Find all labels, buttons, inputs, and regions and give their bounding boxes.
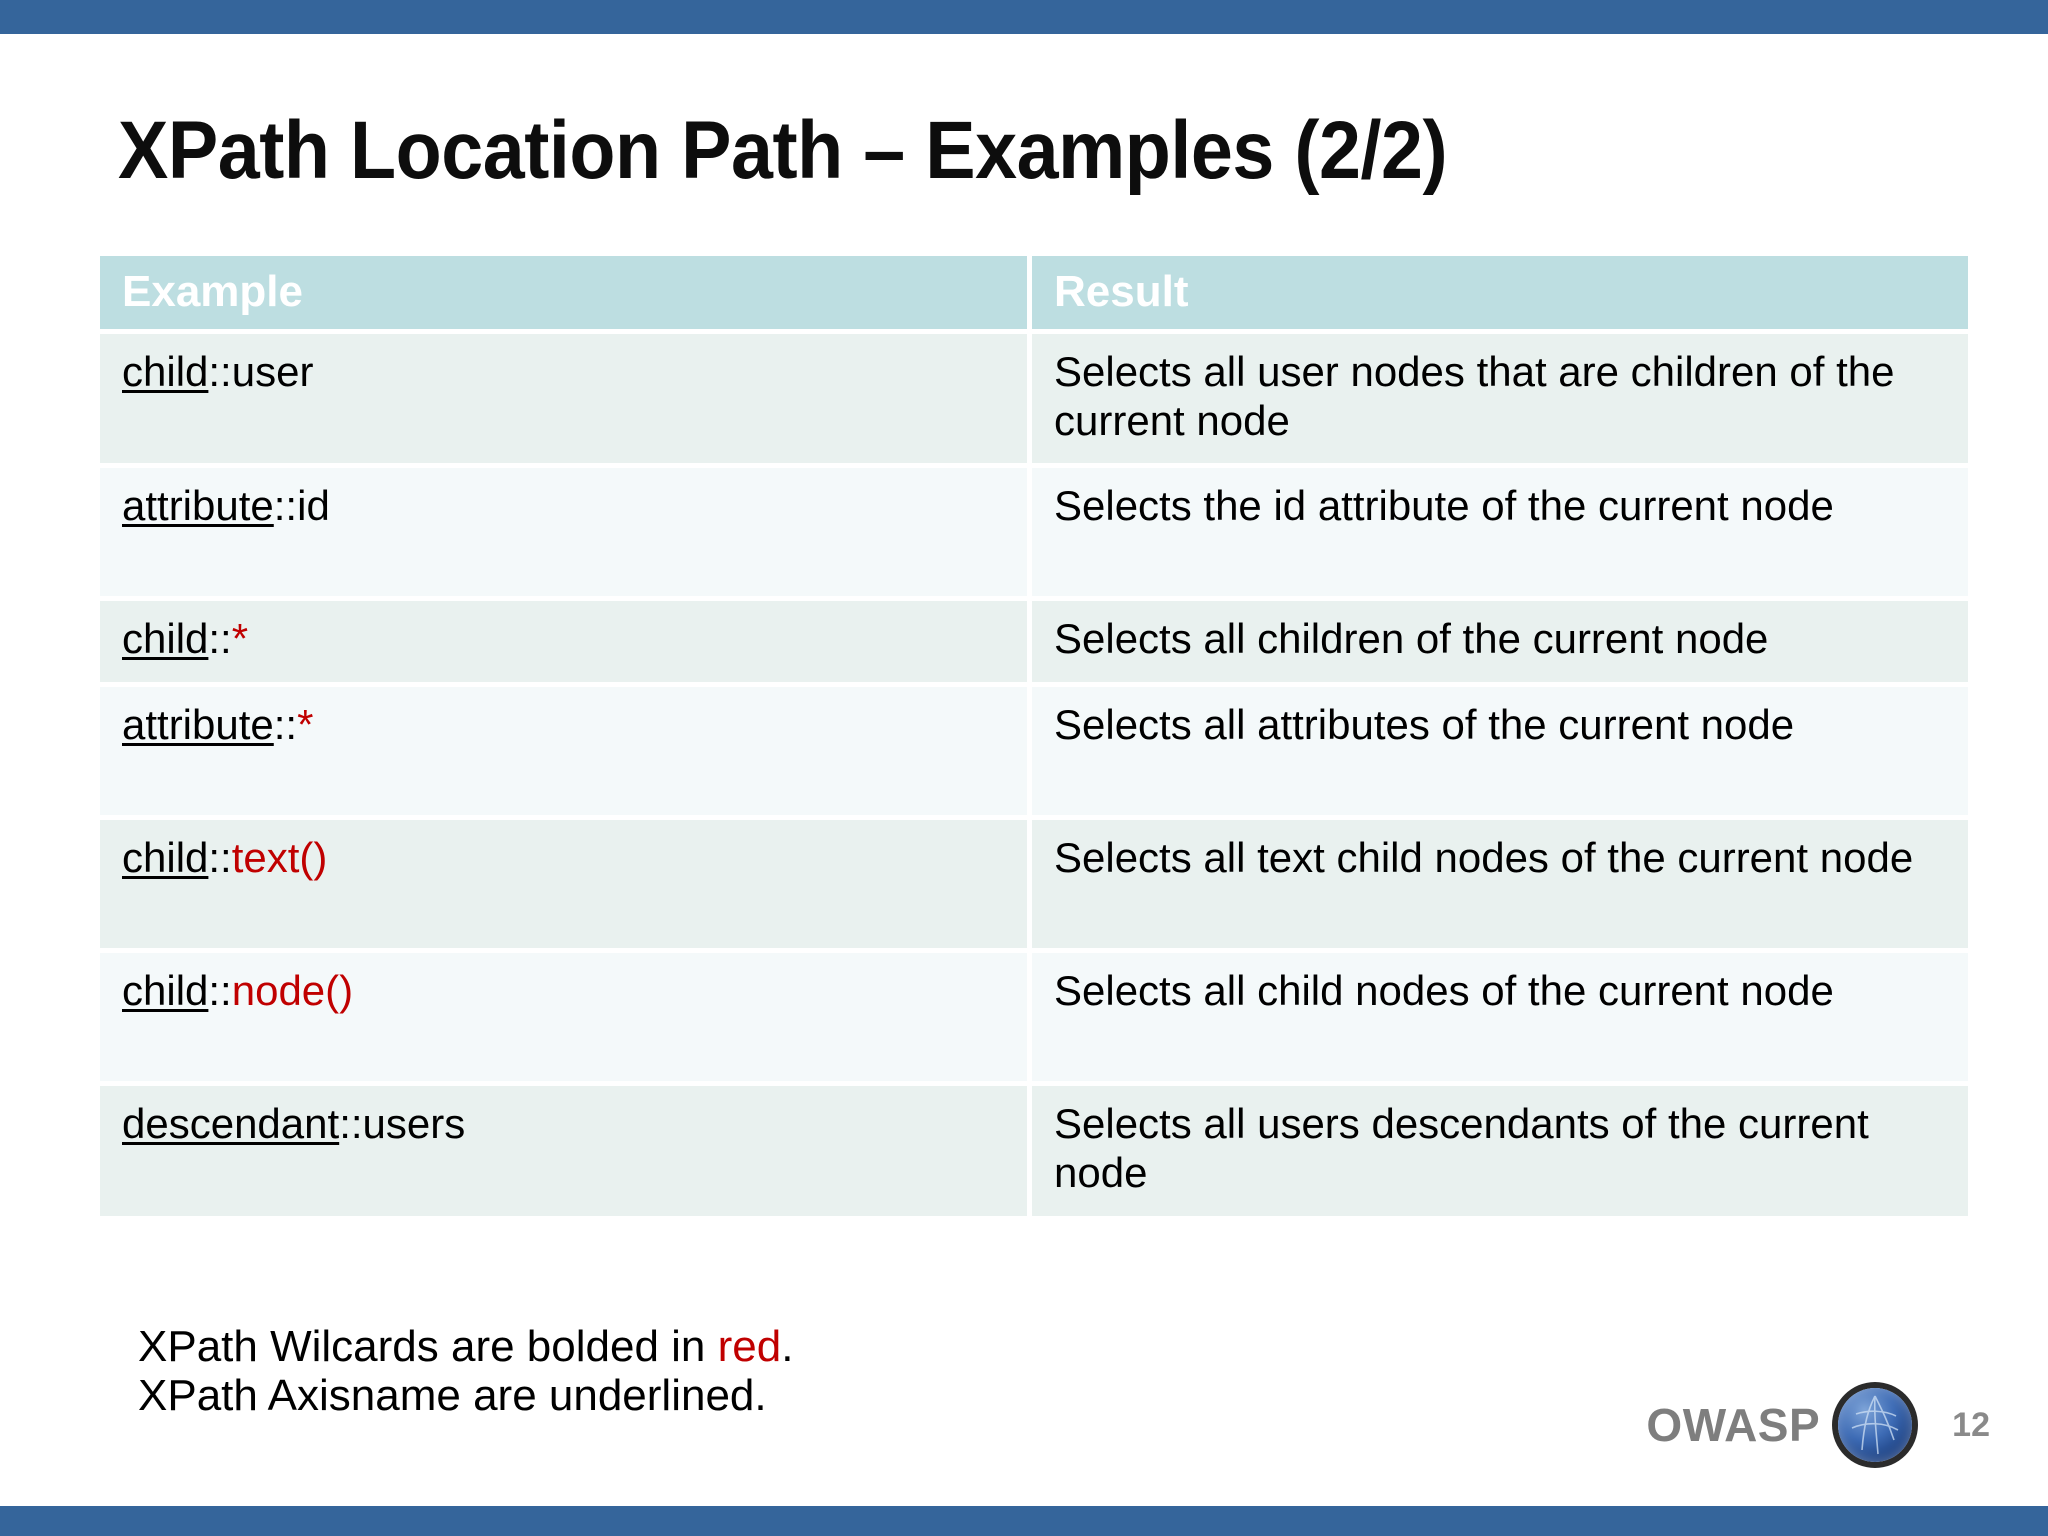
footnote-line-2: XPath Axisname are underlined. bbox=[138, 1371, 767, 1421]
bottom-accent-bar bbox=[0, 1506, 2048, 1536]
table-row: child::node() Selects all child nodes of… bbox=[100, 953, 1968, 1082]
table-row: descendant::users Selects all users desc… bbox=[100, 1086, 1968, 1216]
cell-example: child::* bbox=[100, 601, 1027, 683]
cell-result: Selects all attributes of the current no… bbox=[1032, 687, 1968, 816]
node-test: text() bbox=[231, 834, 328, 882]
node-test: user bbox=[231, 348, 314, 396]
cell-result: Selects all children of the current node bbox=[1032, 601, 1968, 683]
owasp-brand-label: OWASP bbox=[1646, 1399, 1821, 1451]
cell-result: Selects all user nodes that are children… bbox=[1032, 334, 1968, 464]
table-row: child::* Selects all children of the cur… bbox=[100, 601, 1968, 683]
axis-name: descendant bbox=[122, 1100, 340, 1148]
cell-result: Selects all child nodes of the current n… bbox=[1032, 953, 1968, 1082]
axis-separator: :: bbox=[208, 834, 232, 882]
axis-separator: :: bbox=[208, 348, 232, 396]
table-row: attribute::id Selects the id attribute o… bbox=[100, 468, 1968, 597]
axis-separator: :: bbox=[273, 482, 298, 530]
axis-separator: :: bbox=[208, 615, 232, 663]
owasp-footer: OWASP 12 bbox=[1646, 1388, 1990, 1462]
cell-result: Selects all users descendants of the cur… bbox=[1032, 1086, 1968, 1216]
axis-name: child bbox=[122, 967, 209, 1015]
footnote-line-1: XPath Wilcards are bolded in red. bbox=[138, 1322, 793, 1371]
table-row: attribute::* Selects all attributes of t… bbox=[100, 687, 1968, 816]
column-header-result: Result bbox=[1032, 256, 1968, 330]
top-accent-bar bbox=[0, 0, 2048, 34]
page-number: 12 bbox=[1952, 1405, 1990, 1444]
xpath-examples-table: Example Result child::user Selects all u… bbox=[100, 256, 1968, 1216]
node-test: id bbox=[297, 482, 330, 530]
cell-example: child::node() bbox=[100, 953, 1027, 1082]
owasp-globe-icon bbox=[1838, 1388, 1913, 1462]
axis-name: child bbox=[122, 348, 209, 396]
footnote-line-1-suffix: . bbox=[781, 1322, 794, 1371]
column-header-example: Example bbox=[100, 256, 1027, 330]
axis-separator: :: bbox=[273, 701, 298, 749]
cell-example: descendant::users bbox=[100, 1086, 1027, 1216]
node-test: * bbox=[297, 701, 314, 749]
axis-name: child bbox=[122, 615, 209, 663]
axis-name: child bbox=[122, 834, 209, 882]
cell-result: Selects all text child nodes of the curr… bbox=[1032, 820, 1968, 949]
node-test: users bbox=[362, 1100, 466, 1148]
table-header-row: Example Result bbox=[100, 256, 1968, 330]
page-title: XPath Location Path – Examples (2/2) bbox=[118, 105, 1448, 196]
cell-example: attribute::id bbox=[100, 468, 1027, 597]
table-row: child::text() Selects all text child nod… bbox=[100, 820, 1968, 949]
slide-canvas: XPath Location Path – Examples (2/2) Exa… bbox=[0, 34, 2048, 1506]
cell-example: child::user bbox=[100, 334, 1027, 464]
cell-result: Selects the id attribute of the current … bbox=[1032, 468, 1968, 597]
footnote-red-word: red bbox=[717, 1322, 782, 1371]
cell-example: attribute::* bbox=[100, 687, 1027, 816]
footnote: XPath Wilcards are bolded in red. XPath … bbox=[138, 1322, 793, 1421]
cell-example: child::text() bbox=[100, 820, 1027, 949]
table-row: child::user Selects all user nodes that … bbox=[100, 334, 1968, 464]
axis-separator: :: bbox=[208, 967, 232, 1015]
node-test: * bbox=[231, 615, 249, 663]
axis-name: attribute bbox=[122, 482, 274, 530]
footnote-line-1-prefix: XPath Wilcards are bolded in bbox=[138, 1322, 718, 1371]
axis-separator: :: bbox=[339, 1100, 363, 1148]
axis-name: attribute bbox=[122, 701, 274, 749]
node-test: node() bbox=[231, 967, 354, 1015]
